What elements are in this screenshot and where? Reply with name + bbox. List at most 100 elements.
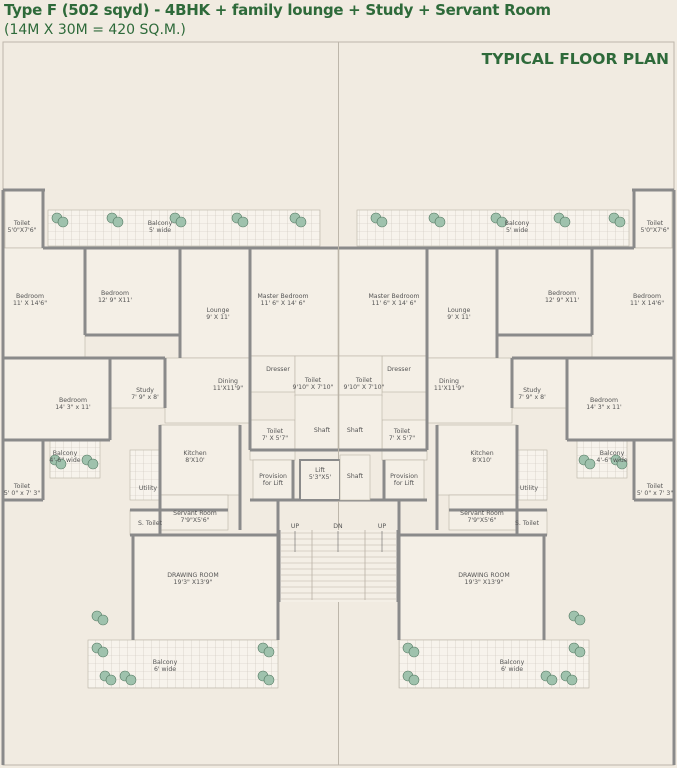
room-label: Kitchen: [470, 450, 493, 457]
plant-icon: [568, 642, 586, 658]
room-label: Toilet: [13, 220, 31, 227]
room-size: 5' wide: [506, 227, 528, 234]
room-size: 4'-6" wide: [596, 457, 627, 464]
plant-icon: [81, 454, 99, 470]
room-label: Balcony: [153, 659, 178, 666]
room-label: Servant Room: [460, 510, 504, 517]
lift-label: Lift: [315, 467, 325, 474]
plant-icon: [370, 212, 388, 228]
plant-icon: [402, 670, 420, 686]
room-label: S. Toilet: [138, 520, 163, 527]
stair-down-label: DN: [333, 523, 343, 530]
room-label: Dining: [439, 378, 459, 385]
room-size: 9'10" X 7'10": [344, 384, 385, 391]
room-label: Master Bedroom: [257, 293, 308, 300]
room-area: [381, 355, 428, 393]
room-size: 9' X 11': [447, 314, 471, 321]
room-size: 7' 9" x 8': [131, 394, 159, 401]
plant-icon: [402, 642, 420, 658]
plant-icon: [540, 670, 558, 686]
room-size: for Lift: [394, 480, 415, 487]
page-title: Type F (502 sqyd) - 4BHK + family lounge…: [4, 1, 551, 19]
lift-size: 5'3"X5': [309, 474, 332, 481]
room-label: Master Bedroom: [368, 293, 419, 300]
room-area: [516, 509, 548, 536]
room-label: Toilet: [646, 483, 664, 490]
room-area: [249, 247, 339, 357]
room-label: Bedroom: [16, 293, 44, 300]
room-size: 5'0"X7'6": [640, 227, 669, 234]
room-label: Toilet: [13, 483, 31, 490]
room-area: [2, 357, 111, 441]
room-size: 19'3" X13'9": [174, 579, 213, 586]
room-area: [398, 534, 545, 641]
room-size: 14' 3" x 11': [55, 404, 91, 411]
room-area: [159, 494, 229, 531]
room-label: Toilet: [393, 428, 411, 435]
plant-icon: [560, 670, 578, 686]
room-size: 9' X 11': [206, 314, 230, 321]
room-label: Dining: [218, 378, 238, 385]
plant-icon: [169, 212, 187, 228]
plant-icon: [99, 670, 117, 686]
shaft-area: [339, 454, 371, 501]
stair-up_left-label: UP: [291, 523, 300, 530]
room-area: [516, 449, 548, 501]
plant-icon: [578, 454, 596, 470]
stair-up_right-label: UP: [378, 523, 387, 530]
plot-dimensions: (14M X 30M = 420 SQ.M.): [4, 22, 186, 38]
room-size: 12' 9" X11': [98, 297, 132, 304]
room-size: 14' 3" x 11': [586, 404, 622, 411]
room-size: 7'9"X5'6": [467, 517, 496, 524]
room-area: [129, 449, 161, 501]
room-size: 7' X 5'7": [262, 435, 288, 442]
room-label: DRAWING ROOM: [458, 572, 509, 579]
room-area: [84, 247, 181, 336]
room-label: Balcony: [53, 450, 78, 457]
plant-icon: [106, 212, 124, 228]
plant-icon: [568, 610, 586, 626]
room-label: Shaft: [347, 427, 364, 434]
room-size: for Lift: [263, 480, 284, 487]
room-area: [132, 534, 279, 641]
room-label: S. Toilet: [515, 520, 540, 527]
room-size: 6' wide: [154, 666, 176, 673]
plant-icon: [610, 454, 628, 470]
plant-icon: [51, 212, 69, 228]
room-area: [249, 419, 296, 461]
room-size: 5' wide: [149, 227, 171, 234]
room-label: Servant Room: [173, 510, 217, 517]
room-area: [164, 357, 251, 424]
plant-icon: [553, 212, 571, 228]
room-area: [398, 639, 590, 689]
room-size: 4'-6" wide: [49, 457, 80, 464]
room-size: 7' 9" x 8': [518, 394, 546, 401]
room-label: Provision: [390, 473, 418, 480]
room-area: [338, 247, 428, 357]
staircase: [278, 530, 399, 602]
room-label: Kitchen: [183, 450, 206, 457]
room-label: DRAWING ROOM: [167, 572, 218, 579]
room-size: 19'3" X13'9": [465, 579, 504, 586]
room-area: [426, 247, 498, 359]
plant-icon: [428, 212, 446, 228]
room-label: Toilet: [304, 377, 322, 384]
room-label: Provision: [259, 473, 287, 480]
room-size: 11' X 14'6": [630, 300, 664, 307]
room-label: Utility: [139, 485, 158, 492]
plan-label: TYPICAL FLOOR PLAN: [481, 50, 669, 68]
plant-icon: [257, 670, 275, 686]
room-area: [179, 247, 251, 359]
room-label: Bedroom: [101, 290, 129, 297]
room-label: Bedroom: [548, 290, 576, 297]
plant-icon: [231, 212, 249, 228]
room-size: 12' 9" X11': [545, 297, 579, 304]
room-label: Utility: [520, 485, 539, 492]
room-label: Bedroom: [590, 397, 618, 404]
room-area: [383, 459, 425, 501]
room-size: 8'X10': [185, 457, 205, 464]
room-area: [338, 394, 383, 451]
room-size: 8'X10': [472, 457, 492, 464]
